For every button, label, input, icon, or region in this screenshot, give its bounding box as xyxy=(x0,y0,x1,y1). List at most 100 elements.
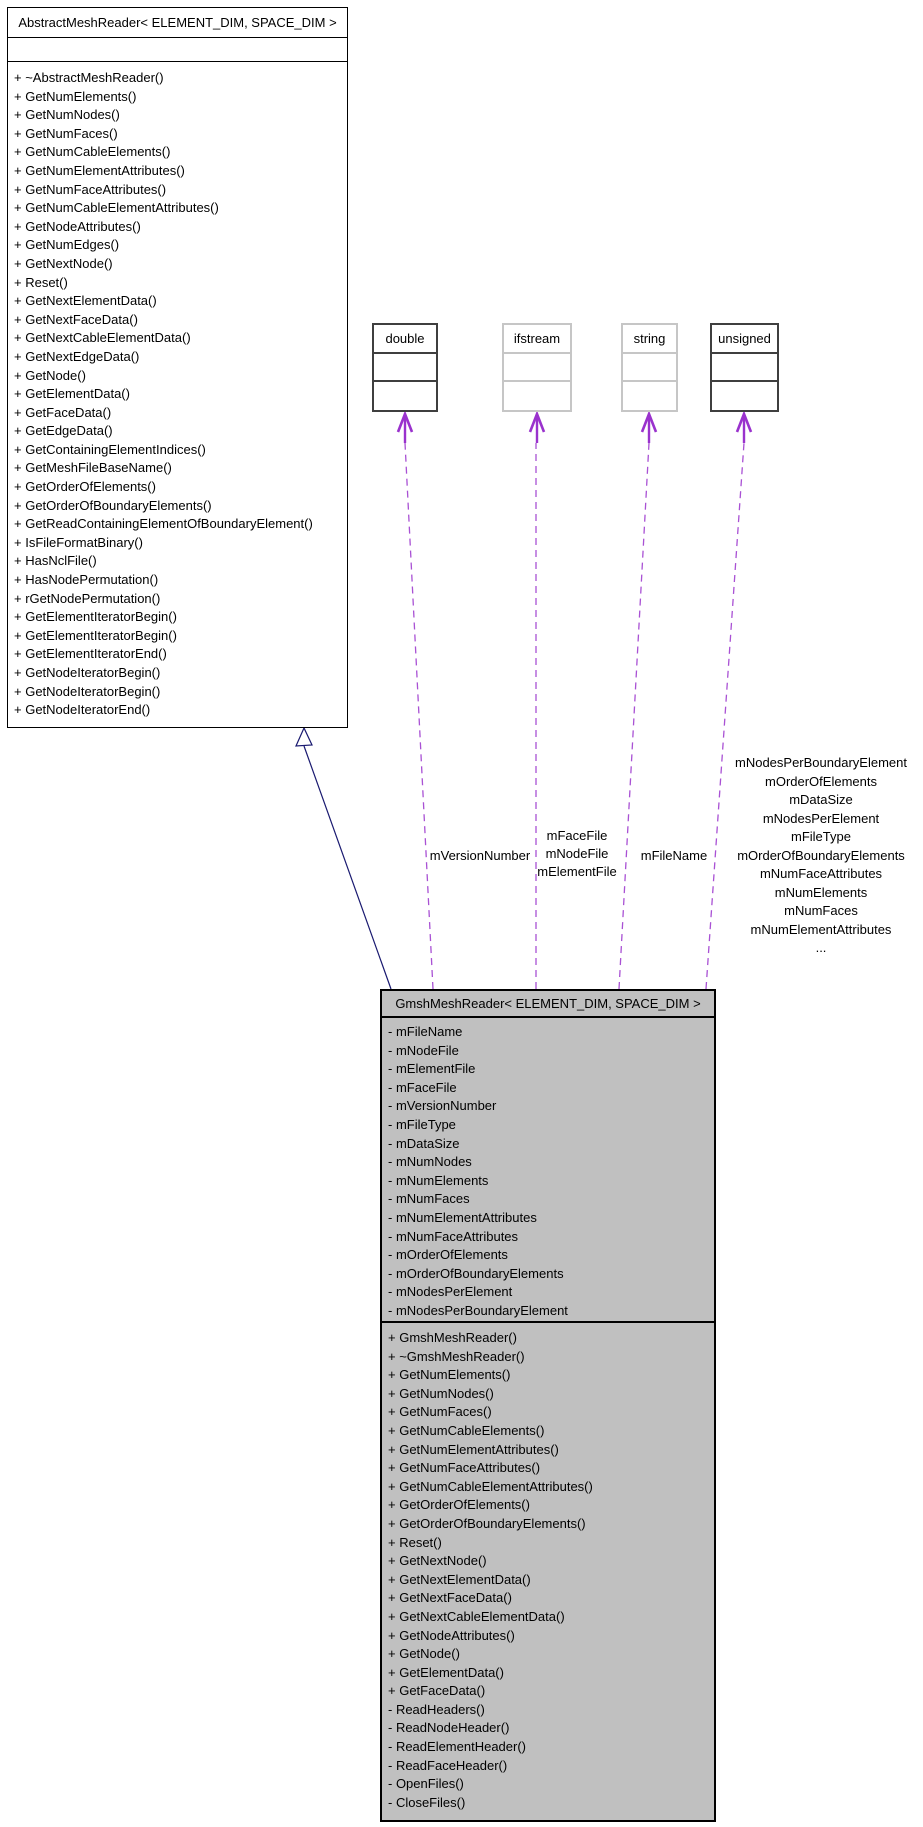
method-row: + GetNumFaceAttributes() xyxy=(388,1460,541,1476)
method-row: + GetElementData() xyxy=(388,1664,504,1680)
method-row: + GetNodeIteratorBegin() xyxy=(14,683,161,699)
attributes-compartment: - mFileName - mNodeFile - mElementFile - mF… xyxy=(382,1018,714,1323)
method-row: + ~GmshMeshReader() xyxy=(388,1348,525,1364)
attribute-row: - mDataSize xyxy=(388,1135,460,1151)
method-row: + GmshMeshReader() xyxy=(388,1330,517,1345)
usage-arrow-unsigned xyxy=(705,410,753,990)
attributes-compartment-empty xyxy=(8,38,347,62)
methods-compartment-empty xyxy=(504,382,570,410)
method-row: + GetNumEdges() xyxy=(14,237,120,253)
method-row: + GetNumCableElements() xyxy=(14,144,171,160)
attribute-row: - mFileType xyxy=(388,1116,456,1132)
attribute-row: - mNumFaces xyxy=(388,1191,470,1207)
primitive-box-ifstream: ifstream xyxy=(502,323,572,412)
edge-label-line: mFaceFile xyxy=(546,828,608,843)
method-row: + GetElementData() xyxy=(14,386,130,402)
usage-arrow-string xyxy=(618,410,658,990)
attribute-row: - mNodesPerElement xyxy=(388,1284,513,1300)
method-row: + GetNumFaceAttributes() xyxy=(14,181,167,197)
method-row: + GetEdgeData() xyxy=(14,423,113,439)
method-row: + GetNode() xyxy=(14,367,86,383)
method-row: + GetReadContainingElementOfBoundaryElem… xyxy=(14,516,313,532)
method-row: + GetNode() xyxy=(388,1646,460,1662)
method-row: + ~AbstractMeshReader() xyxy=(14,70,164,85)
class-box-gmshmeshreader[interactable]: GmshMeshReader< ELEMENT_DIM, SPACE_DIM >… xyxy=(380,989,716,1822)
methods-compartment-empty xyxy=(712,382,777,410)
edge-label-unsigned-members: mNodesPerBoundaryElement mOrderOfElements… xyxy=(731,754,911,958)
method-row: + GetElementIteratorBegin() xyxy=(14,609,177,625)
method-row: + GetNextNode() xyxy=(388,1553,487,1569)
method-row: - OpenFiles() xyxy=(388,1776,464,1792)
attributes-compartment-empty xyxy=(374,354,436,382)
edge-label-line: mNumFaces xyxy=(784,903,858,918)
method-row: - ReadHeaders() xyxy=(388,1701,485,1717)
method-row: + HasNodePermutation() xyxy=(14,572,159,588)
attribute-row: - mNodeFile xyxy=(388,1042,459,1058)
class-title: AbstractMeshReader< ELEMENT_DIM, SPACE_D… xyxy=(8,8,347,38)
edge-label-line: mDataSize xyxy=(789,792,853,807)
method-row: + HasNclFile() xyxy=(14,553,97,569)
method-row: + GetElementIteratorBegin() xyxy=(14,627,177,643)
method-row: + GetOrderOfElements() xyxy=(388,1497,530,1513)
primitive-box-unsigned: unsigned xyxy=(710,323,779,412)
methods-compartment: + GmshMeshReader() + ~GmshMeshReader() + G… xyxy=(382,1323,714,1812)
method-row: + GetFaceData() xyxy=(14,404,112,420)
method-row: + Reset() xyxy=(14,274,68,290)
method-row: + GetNextFaceData() xyxy=(388,1590,512,1606)
edge-label-line: mNumFaceAttributes xyxy=(759,866,883,881)
method-row: + GetNodeAttributes() xyxy=(14,218,141,234)
edge-label-line: mOrderOfElements xyxy=(765,773,877,789)
attribute-row: - mFileName xyxy=(388,1024,463,1039)
attribute-row: - mNumFaceAttributes xyxy=(388,1228,519,1244)
edge-label-line: mFileType xyxy=(791,829,851,844)
methods-compartment-empty xyxy=(623,382,676,410)
edge-label-line: mNodesPerBoundaryElement xyxy=(735,755,907,770)
method-row: - ReadNodeHeader() xyxy=(388,1720,510,1736)
method-row: + GetNumFaces() xyxy=(388,1404,492,1420)
attributes-compartment-empty xyxy=(712,354,777,382)
method-row: + GetNextCableElementData() xyxy=(388,1608,565,1624)
class-box-abstractmeshreader[interactable]: AbstractMeshReader< ELEMENT_DIM, SPACE_D… xyxy=(7,7,348,728)
method-row: + GetNextEdgeData() xyxy=(14,348,140,364)
method-row: + GetNextElementData() xyxy=(388,1571,531,1587)
attribute-row: - mFaceFile xyxy=(388,1079,457,1095)
primitive-box-double: double xyxy=(372,323,438,412)
primitive-title: string xyxy=(623,325,676,354)
edge-label-line: mNumElementAttributes xyxy=(750,921,892,937)
method-row: + GetNumCableElements() xyxy=(388,1422,545,1438)
method-row: - CloseFiles() xyxy=(388,1794,466,1810)
attribute-row: - mNumNodes xyxy=(388,1154,472,1170)
primitive-title: ifstream xyxy=(504,325,570,354)
method-row: + IsFileFormatBinary() xyxy=(14,534,143,550)
method-row: + GetNumCableElementAttributes() xyxy=(388,1478,593,1494)
method-row: + GetNumElementAttributes() xyxy=(388,1441,559,1457)
edge-label-line: ... xyxy=(815,940,827,955)
method-row: + GetNumElementAttributes() xyxy=(14,162,185,178)
method-row: + GetNodeIteratorBegin() xyxy=(14,665,161,680)
edge-label-line: mNodeFile xyxy=(545,845,609,861)
primitive-title: unsigned xyxy=(712,325,777,354)
attribute-row: - mNumElementAttributes xyxy=(388,1209,537,1225)
method-row: + GetNextElementData() xyxy=(14,293,157,309)
attribute-row: - mVersionNumber xyxy=(388,1098,497,1114)
method-row: + GetNumCableElementAttributes() xyxy=(14,200,219,216)
method-row: + GetOrderOfBoundaryElements() xyxy=(14,497,212,513)
method-row: + GetNumFaces() xyxy=(14,125,118,141)
primitive-box-string: string xyxy=(621,323,678,412)
method-row: + GetNextFaceData() xyxy=(14,311,138,327)
class-title: GmshMeshReader< ELEMENT_DIM, SPACE_DIM > xyxy=(382,991,714,1018)
edge-label-line: mOrderOfBoundaryElements xyxy=(737,847,905,863)
method-row: + GetMeshFileBaseName() xyxy=(14,460,172,476)
inheritance-arrow xyxy=(295,726,392,990)
method-row: + GetNumNodes() xyxy=(388,1385,494,1401)
method-row: + GetElementIteratorEnd() xyxy=(14,646,167,662)
edge-label-mversionnumber: mVersionNumber xyxy=(429,848,531,863)
methods-compartment: + ~AbstractMeshReader()+ GetNumElements(… xyxy=(8,62,347,720)
attributes-compartment-empty xyxy=(504,354,570,382)
primitive-title: double xyxy=(374,325,436,354)
method-row: - ReadFaceHeader() xyxy=(388,1757,508,1773)
attribute-row: - mElementFile xyxy=(388,1061,476,1077)
attributes-compartment-empty xyxy=(623,354,676,382)
